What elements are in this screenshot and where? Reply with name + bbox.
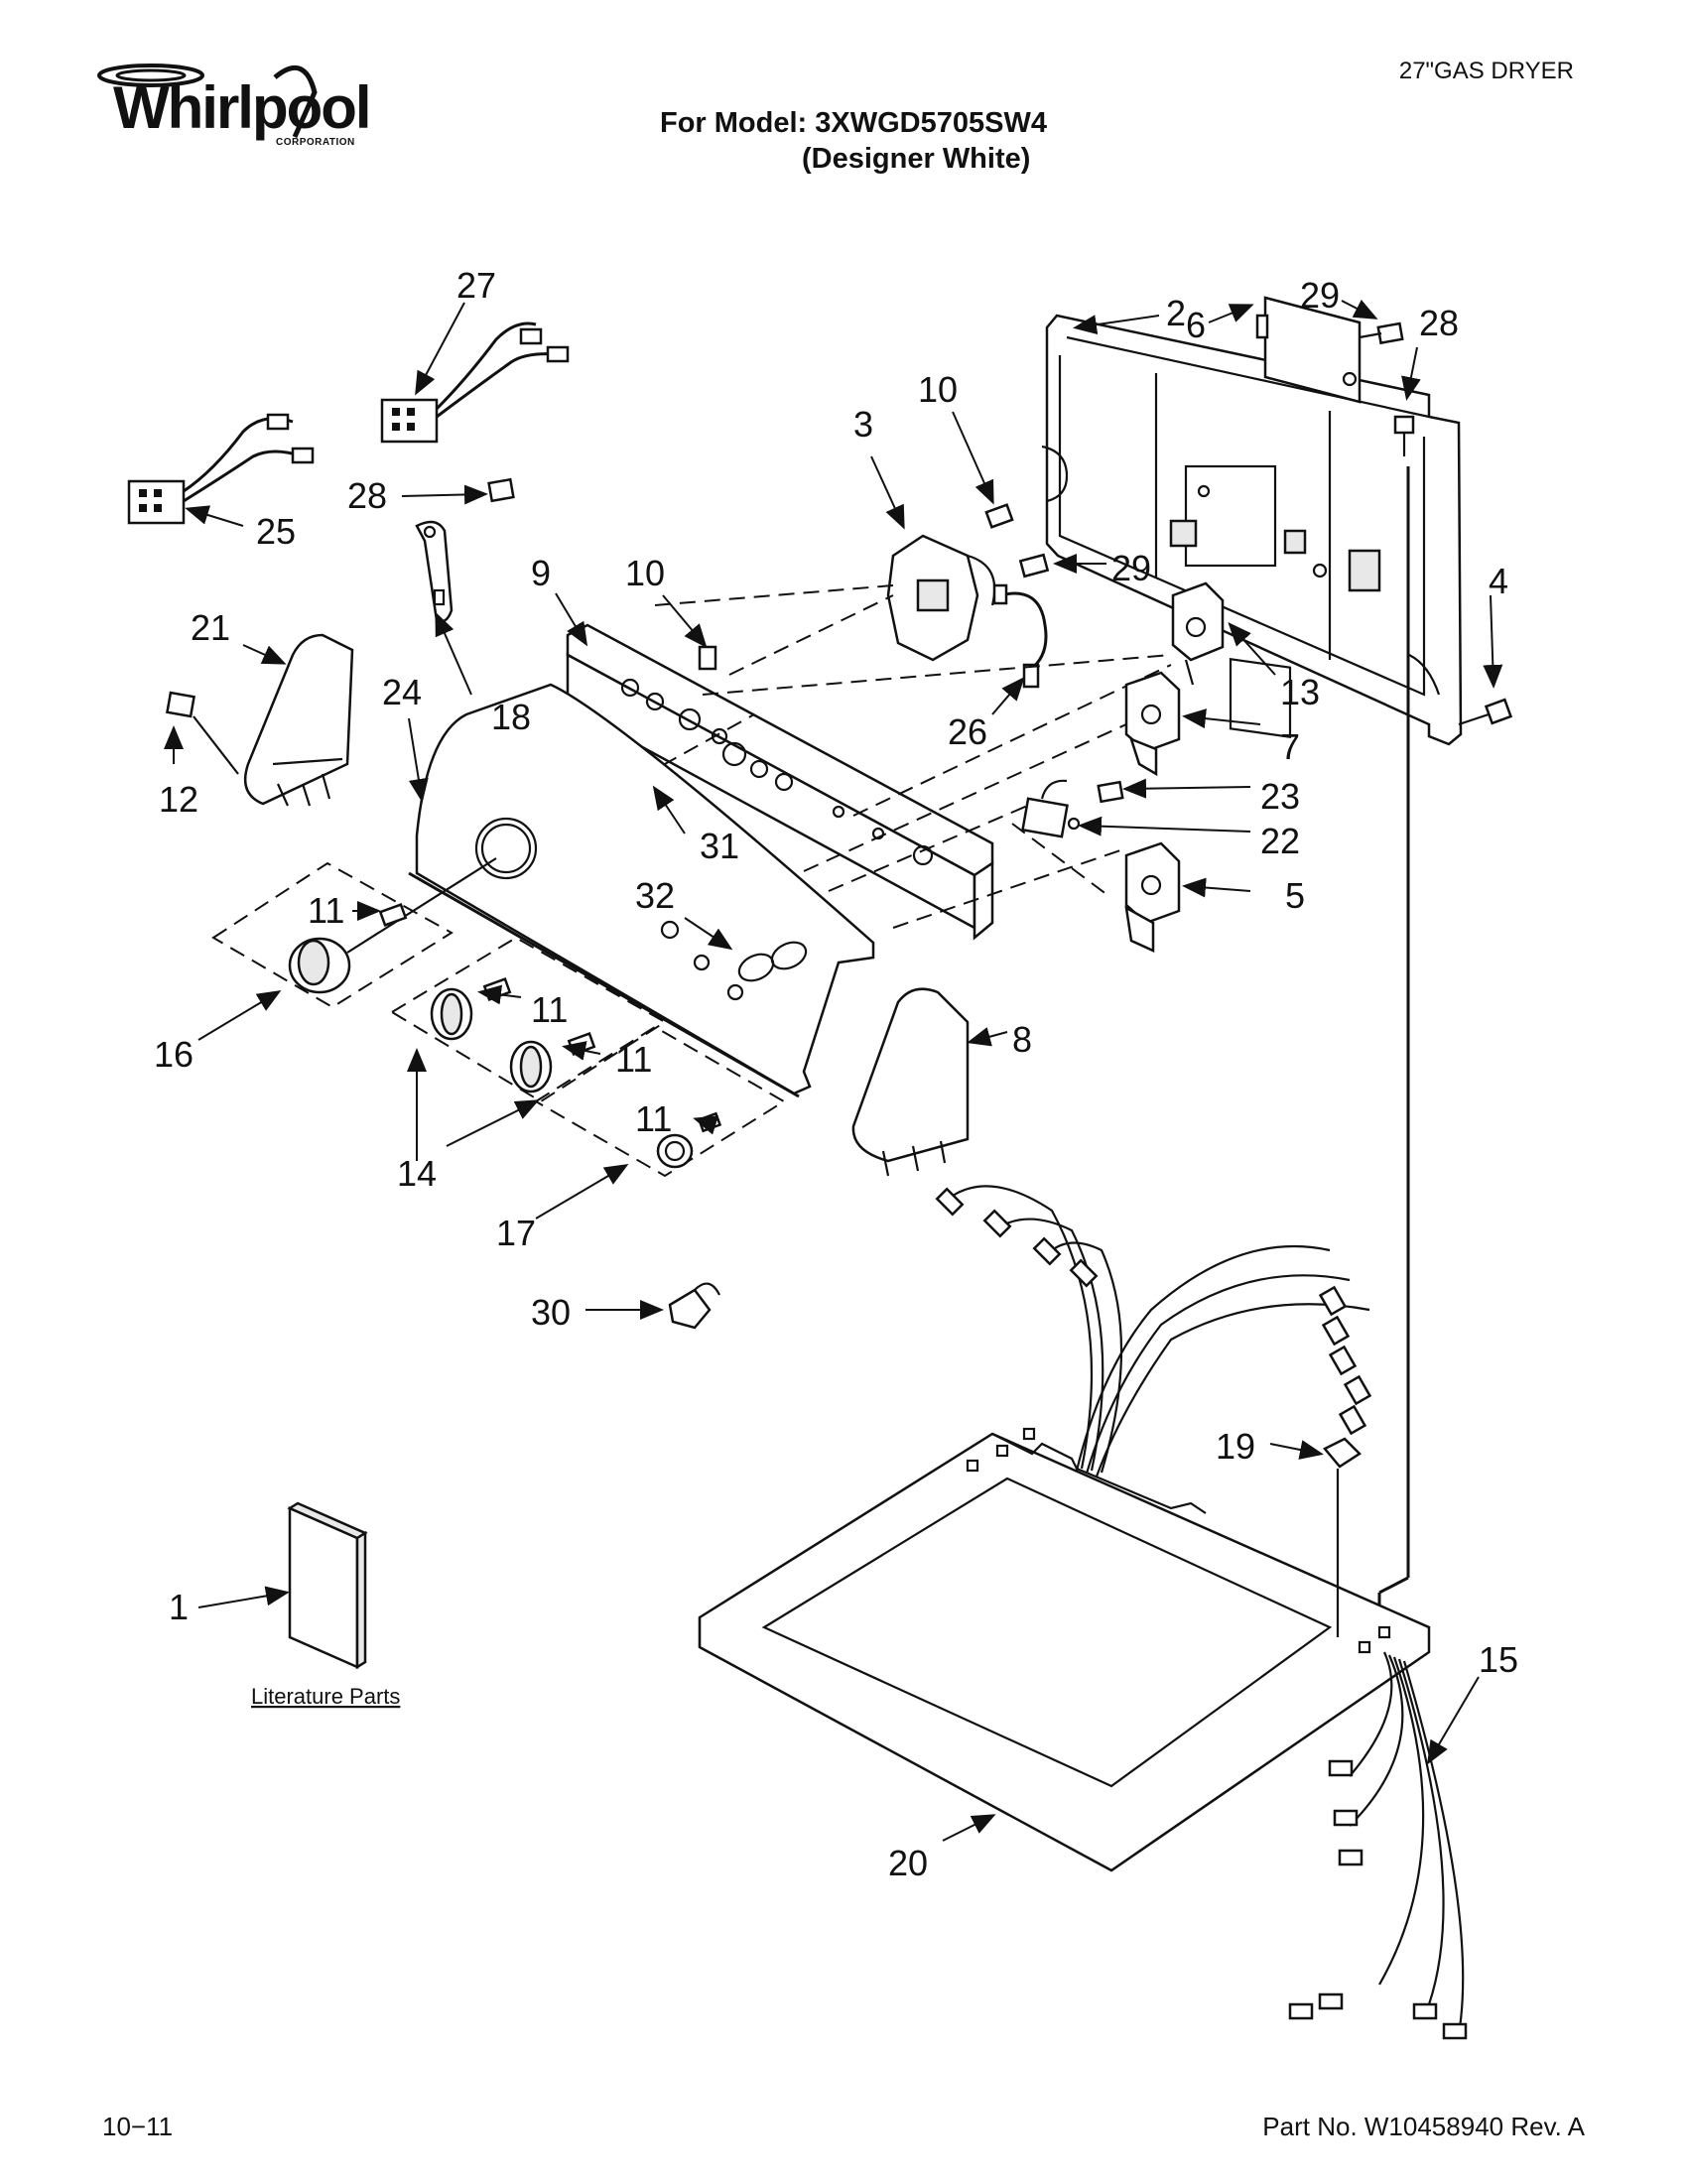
knob-group-dash-box	[211, 861, 786, 1178]
screw-28-left	[487, 477, 515, 503]
callout-15: 15	[1479, 1639, 1518, 1680]
callout-7: 7	[1280, 726, 1300, 767]
control-bracket	[1255, 296, 1362, 404]
product-type: 27"GAS DRYER	[1398, 58, 1574, 84]
screw-23	[1097, 780, 1124, 804]
callout-20: 20	[888, 1843, 928, 1883]
screw-28-right	[1393, 415, 1415, 456]
knob-16	[288, 857, 497, 994]
revision-date: 10−11	[102, 2112, 174, 2141]
latch-18	[415, 520, 454, 623]
harness-25	[127, 413, 315, 525]
callout-2: 2	[1166, 293, 1186, 333]
callout-16: 16	[154, 1034, 194, 1075]
callout-13: 13	[1280, 672, 1320, 712]
callout-5: 5	[1285, 875, 1305, 916]
clip-19	[1323, 1437, 1362, 1637]
console-back-panel	[1041, 314, 1463, 746]
timer-switch	[886, 534, 996, 662]
connector-30	[668, 1282, 720, 1330]
callout-29-top: 29	[1300, 275, 1340, 316]
buzzer-22	[1021, 779, 1081, 838]
callout-4: 4	[1489, 561, 1508, 601]
callout-11c: 11	[615, 1039, 652, 1080]
control-panel	[408, 683, 875, 1098]
callout-10-mid: 10	[625, 553, 665, 593]
clip-11a	[378, 903, 408, 927]
callout-10-top: 10	[918, 369, 958, 410]
brand-wordmark: Whirlpool	[113, 74, 372, 141]
callout-6: 6	[1186, 305, 1206, 345]
end-cap-8	[851, 987, 970, 1177]
callout-11d: 11	[635, 1098, 672, 1139]
callout-27: 27	[456, 265, 496, 306]
model-variant: (Designer White)	[802, 143, 1031, 175]
harness-27	[380, 321, 570, 444]
brand-logo: Whirlpool CORPORATION	[91, 58, 379, 157]
callout-28-right: 28	[1419, 303, 1459, 343]
callout-3: 3	[853, 404, 873, 445]
callout-32: 32	[635, 875, 675, 916]
screw-29-mid	[1018, 553, 1050, 578]
clip-11b	[482, 977, 512, 1001]
dryer-top	[698, 1427, 1431, 1872]
logo-swirl-icon	[97, 64, 318, 139]
brand-subtitle: CORPORATION	[276, 137, 355, 148]
callout-29-mid: 29	[1111, 548, 1151, 588]
model-number: For Model: 3XWGD5705SW4	[660, 107, 1047, 139]
screw-29-top	[1359, 321, 1404, 345]
switch-7	[1124, 671, 1181, 777]
callout-28-left: 28	[347, 475, 387, 516]
knob-17	[656, 1133, 694, 1169]
callout-21: 21	[191, 607, 230, 648]
callout-9: 9	[531, 553, 551, 593]
knob-14b	[509, 1040, 553, 1093]
clip-11d	[697, 1111, 722, 1133]
callout-31: 31	[700, 826, 739, 866]
screw-12	[165, 691, 239, 775]
callout-labels: 2 6 29 28 4 3 10 29 26 13 7 23 22 5 8 9 …	[154, 265, 1518, 1883]
switch-13	[1171, 581, 1225, 686]
screw-10-mid	[698, 645, 717, 671]
leader-arrows	[164, 299, 1503, 1842]
literature-booklet	[287, 1501, 368, 1670]
callout-25: 25	[256, 511, 296, 552]
callout-18: 18	[491, 697, 531, 737]
harness-15-lower	[1288, 1651, 1468, 2040]
callout-23: 23	[1260, 776, 1300, 817]
callout-11a: 11	[308, 890, 344, 931]
callout-14: 14	[397, 1153, 437, 1194]
callout-11b: 11	[531, 989, 568, 1030]
callout-30: 30	[531, 1292, 571, 1333]
harness-15-upper	[935, 1185, 1372, 1477]
callout-22: 22	[1260, 821, 1300, 861]
switch-5	[1124, 841, 1181, 953]
literature-parts-label: Literature Parts	[251, 1684, 400, 1709]
screw-4	[1458, 698, 1513, 726]
callout-17: 17	[496, 1213, 536, 1253]
callout-8: 8	[1012, 1019, 1032, 1060]
wire-harness-26	[992, 583, 1048, 689]
alignment-line-right-foot	[1378, 1576, 1409, 1595]
callout-12: 12	[159, 779, 198, 820]
callout-24: 24	[382, 672, 422, 712]
end-cap-21	[243, 633, 354, 807]
part-number: Part No. W10458940 Rev. A	[1262, 2112, 1585, 2141]
screw-10-top	[984, 503, 1014, 529]
callout-1: 1	[169, 1587, 189, 1627]
callout-19: 19	[1216, 1426, 1255, 1467]
knob-14a	[430, 987, 473, 1041]
callout-26: 26	[948, 711, 987, 752]
